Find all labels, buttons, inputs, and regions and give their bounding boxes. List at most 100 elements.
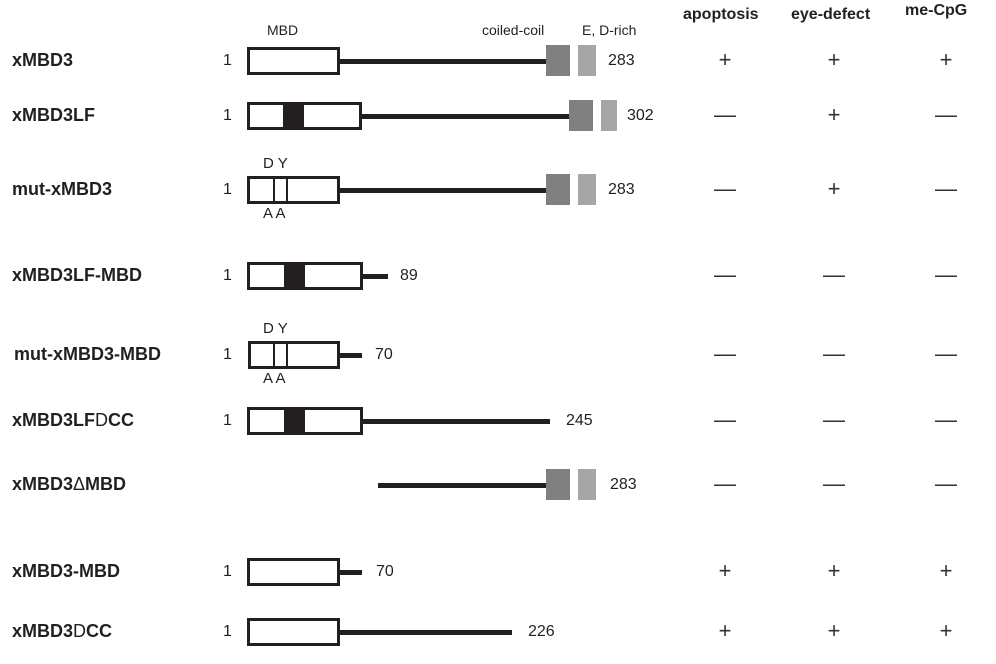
result-eye-defect: + [827, 47, 841, 72]
linker-line [363, 419, 550, 424]
coiled-coil-block [546, 45, 570, 76]
end-residue: 283 [608, 52, 635, 69]
start-residue: 1 [223, 412, 232, 429]
construct-name-part: CC [108, 410, 135, 430]
linker-line [340, 570, 362, 575]
result-me-cpg: — [935, 262, 957, 287]
end-residue: 302 [627, 107, 654, 124]
construct-name: xMBD3 [12, 50, 73, 71]
mbd-domain-box [248, 341, 340, 369]
construct-name-part: xMBD3LF-MBD [12, 265, 142, 285]
ed-rich-block [578, 469, 596, 500]
construct-name-part: xMBD3 [12, 50, 74, 70]
ed-rich-block [578, 174, 596, 205]
result-eye-defect: — [823, 341, 845, 366]
mbd-domain-box [247, 558, 340, 586]
result-eye-defect: + [827, 618, 841, 643]
result-me-cpg: — [935, 471, 957, 496]
result-apoptosis: — [714, 407, 736, 432]
coiled-coil-block [546, 174, 570, 205]
linker-line [340, 188, 546, 193]
result-me-cpg: — [935, 176, 957, 201]
construct-name-part: CC [86, 621, 113, 641]
header-me-cpg: me-CpG [905, 2, 968, 19]
result-eye-defect: + [827, 102, 841, 127]
construct-name: mut-xMBD3-MBD [14, 344, 161, 365]
end-residue: 70 [375, 346, 393, 363]
result-apoptosis: + [718, 558, 732, 583]
result-me-cpg: + [939, 47, 953, 72]
start-residue: 1 [223, 267, 232, 284]
construct-name: mut-xMBD3 [12, 179, 112, 200]
coiled-coil-block [569, 100, 593, 131]
result-me-cpg: — [935, 407, 957, 432]
header-apoptosis: apoptosis [683, 6, 759, 23]
mutation-wt-label: D Y [263, 320, 288, 337]
construct-name: xMBD3LFDCC [12, 410, 134, 431]
lf-insert-block [284, 407, 305, 435]
end-residue: 283 [608, 181, 635, 198]
mbd-domain-box [247, 618, 340, 646]
start-residue: 1 [223, 181, 232, 198]
start-residue: 1 [223, 623, 232, 640]
start-residue: 1 [223, 52, 232, 69]
linker-line [378, 483, 546, 488]
construct-name-part: mut-xMBD3-MBD [14, 344, 161, 364]
construct-name-part: MBD [85, 474, 127, 494]
result-eye-defect: + [827, 558, 841, 583]
start-residue: 1 [223, 563, 232, 580]
result-apoptosis: — [714, 341, 736, 366]
end-residue: 226 [528, 623, 555, 640]
result-apoptosis: + [718, 618, 732, 643]
construct-name: xMBD3LF [12, 105, 95, 126]
construct-name-part: mut-xMBD3 [12, 179, 113, 199]
end-residue: 70 [376, 563, 394, 580]
coiled-coil-block [546, 469, 570, 500]
result-me-cpg: + [939, 618, 953, 643]
linker-line [340, 630, 512, 635]
result-me-cpg: + [939, 558, 953, 583]
header-eye-defect: eye-defect [791, 6, 871, 23]
construct-name-part: xMBD3LF [12, 105, 96, 125]
mutation-line [286, 176, 288, 204]
construct-name: xMBD3-MBD [12, 561, 120, 582]
linker-line [363, 274, 388, 279]
result-apoptosis: — [714, 102, 736, 127]
lf-insert-block [283, 102, 304, 130]
construct-name-part: xMBD3-MBD [12, 561, 120, 581]
mutation-line [286, 341, 288, 369]
ed-rich-block [601, 100, 617, 131]
construct-name-part: D [95, 410, 109, 430]
construct-name: xMBD3LF-MBD [12, 265, 142, 286]
result-apoptosis: — [714, 471, 736, 496]
mbd-domain-label: MBD [267, 22, 299, 38]
linker-line [362, 114, 569, 119]
construct-name-part: xMBD3LF [12, 410, 96, 430]
result-apoptosis: — [714, 262, 736, 287]
construct-name: xMBD3DCC [12, 621, 112, 642]
construct-name-part: Δ [73, 474, 86, 494]
result-apoptosis: — [714, 176, 736, 201]
result-eye-defect: + [827, 176, 841, 201]
construct-name-part: D [73, 621, 87, 641]
end-residue: 245 [566, 412, 593, 429]
construct-name-part: xMBD3 [12, 474, 74, 494]
result-apoptosis: + [718, 47, 732, 72]
result-eye-defect: — [823, 407, 845, 432]
result-eye-defect: — [823, 262, 845, 287]
linker-line [340, 59, 546, 64]
mbd-domain-box [247, 176, 340, 204]
linker-line [340, 353, 362, 358]
end-residue: 283 [610, 476, 637, 493]
mutation-line [273, 176, 275, 204]
lf-insert-block [284, 262, 305, 290]
result-me-cpg: — [935, 102, 957, 127]
mutation-wt-label: D Y [263, 155, 288, 172]
mbd-domain-box [247, 102, 362, 130]
start-residue: 1 [223, 107, 232, 124]
mbd-domain-box [247, 262, 363, 290]
ed-rich-label: E, D-rich [582, 22, 637, 38]
mbd-domain-box [247, 407, 363, 435]
construct-name-part: xMBD3 [12, 621, 74, 641]
